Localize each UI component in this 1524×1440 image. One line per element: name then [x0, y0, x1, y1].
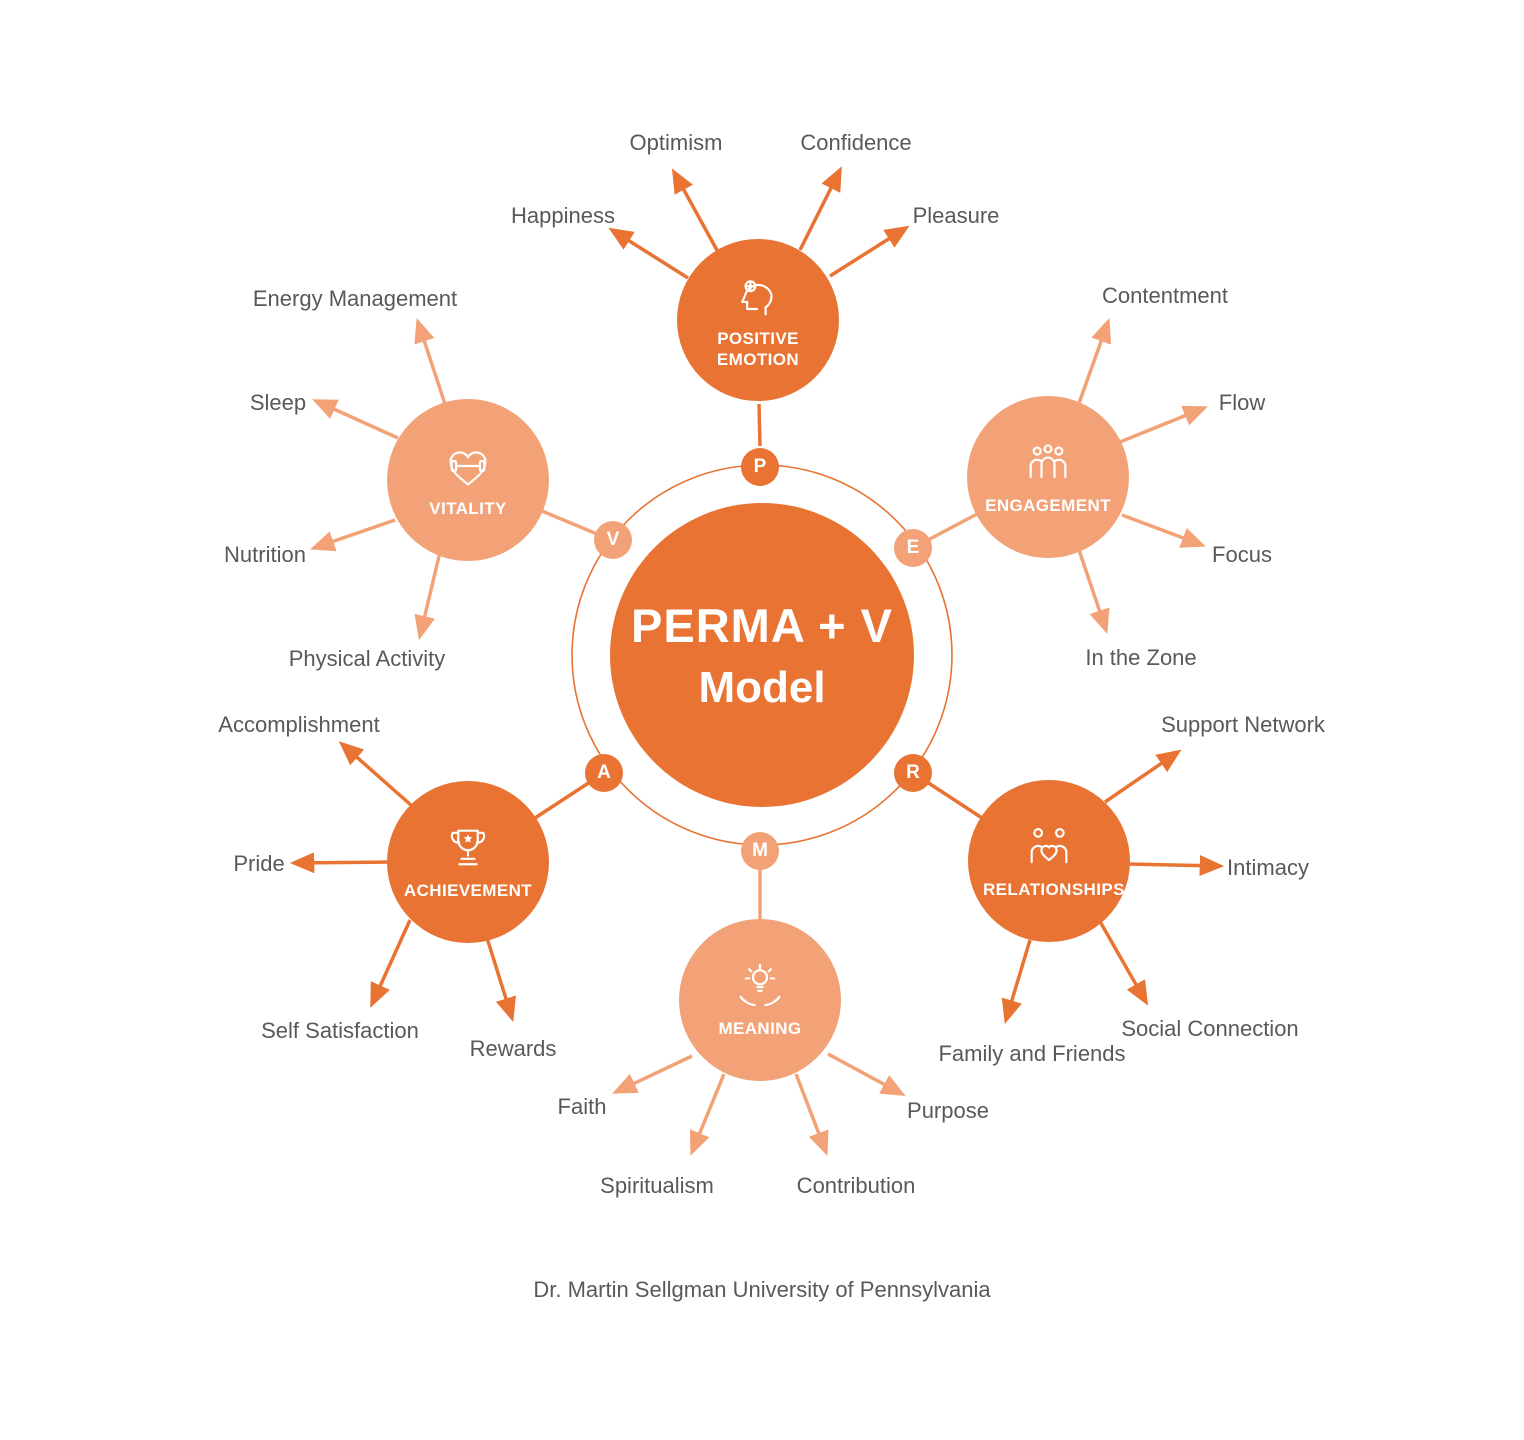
connector-v — [541, 509, 598, 536]
arrow-purpose — [827, 1052, 906, 1096]
spoke-label-accomplishment: Accomplishment — [218, 712, 380, 737]
people-group-icon — [1029, 444, 1067, 479]
couple-heart-icon — [1030, 828, 1068, 864]
spoke-label-intimacy: Intimacy — [1227, 855, 1309, 880]
heart-dumbbell-icon — [449, 451, 487, 486]
badge-e: E — [894, 529, 932, 567]
center-circle: PERMA + V Model — [610, 503, 914, 807]
center-title-line2: Model — [698, 662, 826, 712]
spoke-label-rewards: Rewards — [469, 1036, 557, 1061]
arrow-pleasure — [829, 225, 910, 278]
arrow-contribution — [794, 1073, 829, 1156]
badge-r: R — [894, 754, 932, 792]
node-engagement: ENGAGEMENT — [967, 396, 1129, 558]
badge-v: V — [594, 521, 632, 559]
trophy-star-icon — [450, 829, 486, 866]
badge-a: A — [585, 754, 623, 792]
spoke-label-flow: Flow — [1218, 390, 1266, 415]
spoke-label-support-network: Support Network — [1161, 712, 1325, 737]
arrow-family-and-friends — [1001, 939, 1032, 1025]
engagement-arrows — [1076, 318, 1208, 634]
spoke-label-happiness: Happiness — [511, 203, 615, 228]
node-positive-emotion: POSITIVE EMOTION — [677, 239, 839, 401]
node-label: RELATIONSHIPS — [983, 880, 1125, 900]
arrow-contentment — [1076, 318, 1112, 407]
arrow-support-network — [1104, 749, 1182, 804]
spoke-label-nutrition: Nutrition — [224, 542, 306, 567]
arrow-self-satisfaction — [370, 919, 412, 1008]
spoke-label-family-and-friends: Family and Friends — [938, 1041, 1126, 1066]
head-plus-icon — [741, 280, 773, 316]
spoke-label-confidence: Confidence — [800, 130, 912, 155]
arrow-sleep — [312, 399, 399, 440]
spoke-label-purpose: Purpose — [907, 1098, 989, 1123]
arrow-optimism — [671, 168, 720, 253]
node-label: VITALITY — [429, 499, 507, 519]
node-vitality: VITALITY — [387, 399, 549, 561]
node-achievement: ACHIEVEMENT — [387, 781, 549, 943]
badge-p: P — [741, 448, 779, 486]
arrow-accomplishment — [338, 741, 414, 808]
spoke-label-pride: Pride — [233, 851, 285, 876]
spoke-label-spiritualism: Spiritualism — [600, 1173, 714, 1198]
spoke-label-faith: Faith — [557, 1094, 607, 1119]
arrow-energy-management — [414, 318, 447, 405]
arrow-physical-activity — [414, 551, 442, 641]
arrow-in-the-zone — [1076, 546, 1110, 634]
spoke-label-optimism: Optimism — [629, 130, 723, 155]
arrow-flow — [1119, 405, 1208, 444]
node-label: POSITIVE EMOTION — [716, 328, 800, 369]
spoke-label-energy-management: Energy Management — [252, 286, 458, 311]
connector-a — [534, 780, 591, 820]
spoke-label-contribution: Contribution — [796, 1173, 916, 1198]
arrow-social-connection — [1096, 917, 1149, 1006]
arrow-nutrition — [310, 518, 396, 552]
arrow-faith — [612, 1054, 693, 1094]
spoke-label-focus: Focus — [1212, 542, 1272, 567]
node-meaning: MEANING — [679, 919, 841, 1081]
node-relationships: RELATIONSHIPS — [968, 780, 1130, 942]
achievement-arrows — [289, 741, 516, 1023]
connector-e — [927, 512, 978, 542]
spoke-label-self-satisfaction: Self Satisfaction — [261, 1018, 419, 1043]
spoke-label-contentment: Contentment — [1102, 283, 1228, 308]
arrow-focus — [1121, 513, 1206, 548]
connector-r — [926, 780, 983, 820]
spoke-label-social-connection: Social Connection — [1121, 1016, 1299, 1041]
attribution-caption: Dr. Martin Sellgman University of Pennsy… — [533, 1277, 991, 1302]
arrow-rewards — [485, 937, 516, 1023]
node-label: ENGAGEMENT — [985, 496, 1111, 516]
bulb-hands-icon — [739, 964, 781, 1007]
arrow-spiritualism — [689, 1073, 726, 1156]
arrow-confidence — [798, 166, 842, 251]
vitality-arrows — [310, 318, 447, 641]
badge-m: M — [741, 832, 779, 870]
connector-p — [757, 403, 762, 447]
arrow-pride — [289, 852, 389, 874]
connector-lines — [534, 403, 983, 920]
spoke-label-physical-activity: Physical Activity — [288, 646, 446, 671]
center-title-line1: PERMA + V — [631, 598, 893, 652]
spoke-label-pleasure: Pleasure — [912, 203, 1000, 228]
relationships-arrows — [1001, 749, 1225, 1025]
node-label: ACHIEVEMENT — [403, 881, 533, 901]
positive-emotion-arrows — [608, 166, 910, 280]
node-label: MEANING — [718, 1019, 802, 1039]
arrow-happiness — [608, 227, 689, 280]
spoke-label-sleep: Sleep — [249, 390, 307, 415]
arrow-intimacy — [1127, 855, 1225, 877]
spoke-label-in-the-zone: In the Zone — [1085, 645, 1197, 670]
meaning-arrows — [612, 1052, 906, 1156]
